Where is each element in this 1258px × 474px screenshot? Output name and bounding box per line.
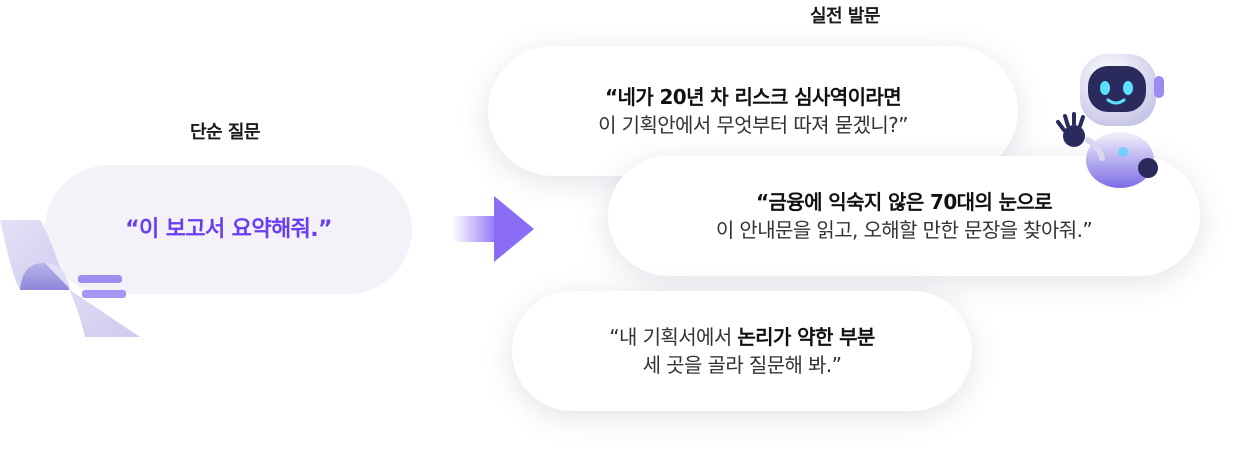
prompt-1-line-2: 이 기획안에서 무엇부터 따져 묻겠니?” [598,113,908,137]
prompt-1-line-1: “네가 20년 차 리스크 심사역이라면 [604,85,902,109]
arrow-right-icon [452,196,534,262]
simple-question-text: “이 보고서 요약해줘.” [125,216,332,242]
prompt-bubble-weak-logic: “내 기획서에서 논리가 약한 부분 세 곳을 골라 질문해 봐.” [512,291,972,411]
prompt-3-line-2: 세 곳을 골라 질문해 봐.” [642,353,842,377]
robot-icon [1056,54,1164,188]
prompt-3-line-1-emphasis: 논리가 약한 부분 [737,325,875,349]
prompt-2-line-2: 이 안내문을 읽고, 오해할 만한 문장을 찾아줘.” [715,218,1093,242]
practical-question-heading: 실전 발문 [809,6,881,27]
simple-question-bubble: “이 보고서 요약해줘.” [45,165,412,294]
prompt-bubble-senior-reader: “금융에 익숙지 않은 70대의 눈으로 이 안내문을 읽고, 오해할 만한 문… [608,156,1200,276]
prompt-3-line-1-prefix: “내 기획서에서 [609,325,738,349]
prompt-bubble-risk-reviewer: “네가 20년 차 리스크 심사역이라면 이 기획안에서 무엇부터 따져 묻겠니… [488,46,1018,176]
prompt-2-line-1: “금융에 익숙지 않은 70대의 눈으로 [755,190,1053,214]
simple-question-heading: 단순 질문 [189,122,261,143]
document-icon [0,220,140,337]
prompt-3-line-1: “내 기획서에서 논리가 약한 부분 [609,323,875,351]
